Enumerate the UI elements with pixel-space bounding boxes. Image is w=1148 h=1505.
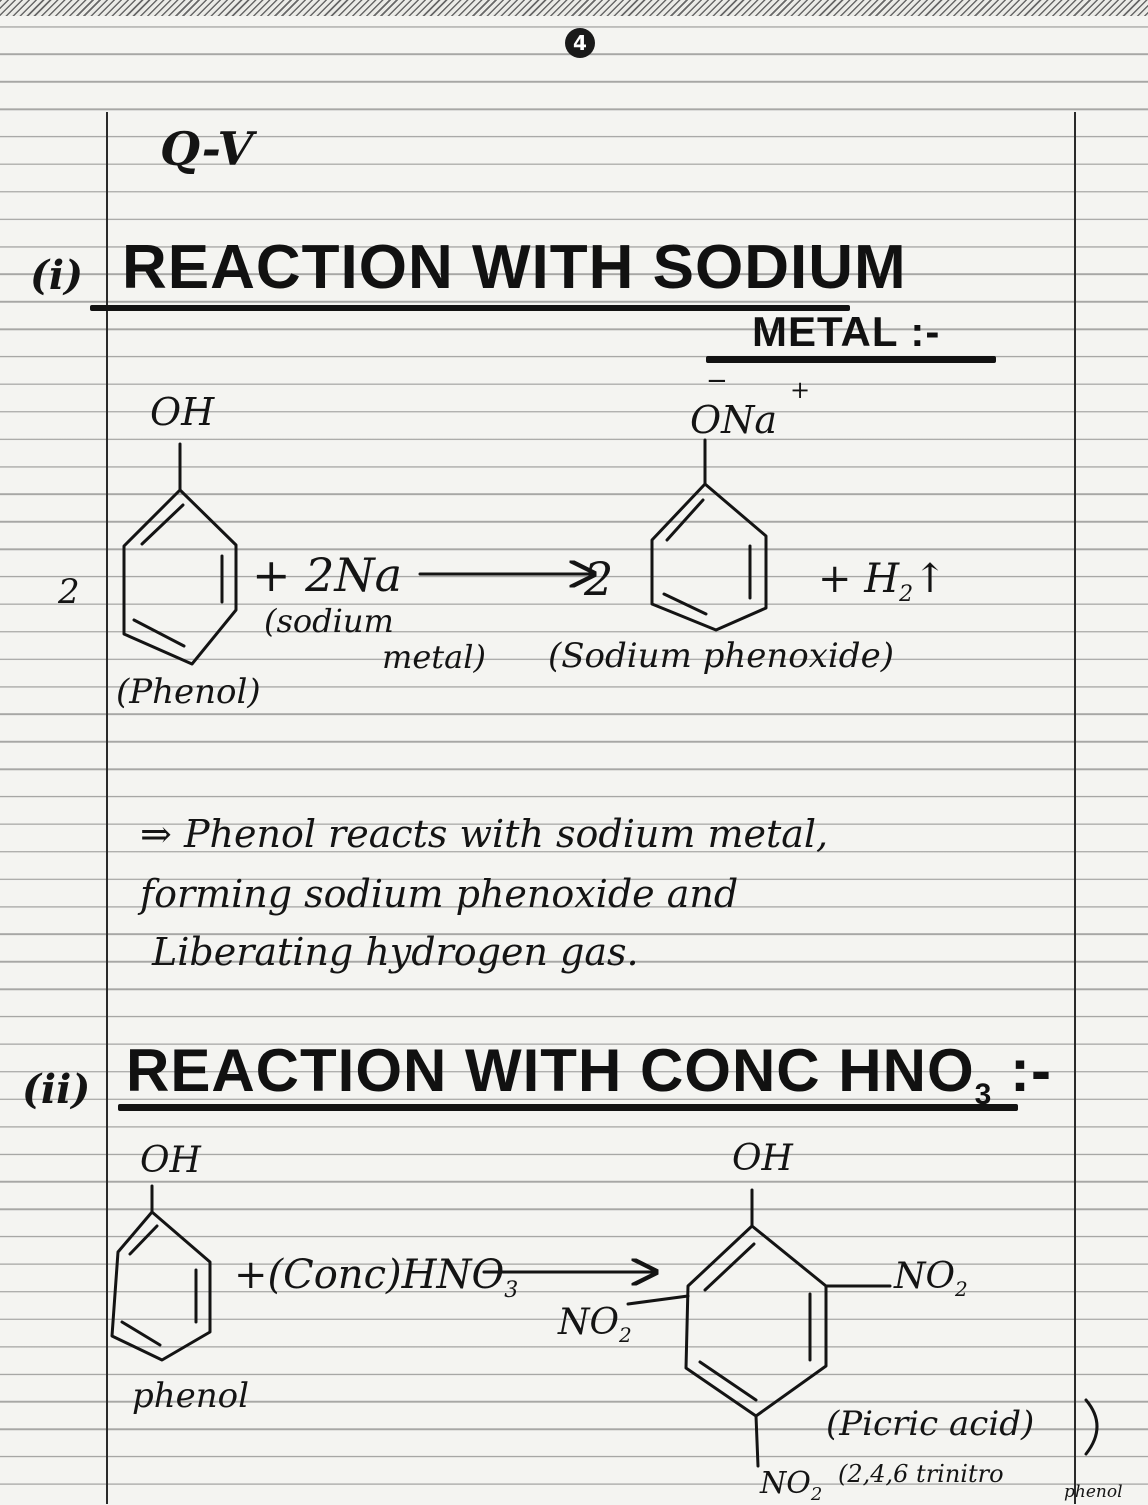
explanation-line-2: forming sodium phenoxide and xyxy=(140,872,739,916)
section-2-title-main: REACTION WITH CONC HNO xyxy=(126,1037,975,1104)
picric-left-nitro-subscript: 2 xyxy=(619,1323,632,1348)
picric-oh-label: OH xyxy=(732,1138,793,1179)
picric-bottom-nitro-main: NO xyxy=(760,1466,811,1501)
picric-note-line2: phenol xyxy=(1064,1482,1123,1502)
phenol-name: (Phenol) xyxy=(116,672,261,712)
right-margin-line xyxy=(1074,112,1076,1504)
phenoxide-name: (Sodium phenoxide) xyxy=(548,636,894,676)
phenol-ring-1 xyxy=(122,442,238,666)
gas-evolved-arrow: ↑ xyxy=(913,556,947,602)
picric-bottom-nitro-subscript: 2 xyxy=(810,1484,823,1505)
hydrogen-subscript: 2 xyxy=(899,582,914,607)
section-label: Q-V xyxy=(160,122,254,176)
phenol-2-double-bond-a xyxy=(128,1224,159,1256)
reactant-coefficient: 2 xyxy=(58,572,80,612)
picric-left-nitro-bond xyxy=(626,1294,690,1306)
nitric-acid-reagent: +(Conc)HNO3 xyxy=(234,1252,518,1303)
phenol-ring-2 xyxy=(110,1184,212,1362)
phenol-oh-label: OH xyxy=(150,390,215,434)
picric-bottom-nitro: NO2 xyxy=(760,1466,822,1505)
picric-name-bracket xyxy=(1084,1398,1099,1456)
nitric-acid-subscript: 3 xyxy=(504,1278,519,1303)
picric-right-nitro-subscript: 2 xyxy=(955,1277,968,1302)
explanation-line-1-text: Phenol reacts with sodium metal, xyxy=(183,812,829,856)
section-2-index: (ii) xyxy=(22,1066,91,1113)
picric-hexagon xyxy=(684,1224,828,1418)
phenol-1-hexagon xyxy=(122,488,238,666)
section-1-title-line2: METAL :- xyxy=(752,308,941,355)
phenoxide-plus-charge: + xyxy=(790,376,811,404)
picric-double-bond-c xyxy=(698,1360,758,1402)
section-1-index: (i) xyxy=(30,252,84,299)
phenol-2-name: phenol xyxy=(132,1376,250,1416)
phenoxide-hexagon xyxy=(650,482,768,632)
picric-left-nitro-main: NO xyxy=(558,1302,620,1343)
picric-right-nitro-main: NO xyxy=(894,1256,956,1297)
phenol-1-double-bond-a xyxy=(140,503,185,546)
left-margin-line xyxy=(106,112,108,1504)
explanation-line-3: Liberating hydrogen gas. xyxy=(152,930,639,974)
picric-left-nitro: NO2 xyxy=(558,1302,632,1347)
phenol-2-hexagon xyxy=(110,1210,212,1362)
sodium-reagent: + 2Na xyxy=(252,548,403,602)
hydrogen-main: + H xyxy=(818,556,900,602)
section-1-title: REACTION WITH SODIUM xyxy=(122,233,907,302)
section-1-title-line2-underline xyxy=(706,356,996,363)
section-2-title-underline xyxy=(118,1104,1018,1111)
phenoxide-group: ONa xyxy=(690,398,778,442)
hydrogen-byproduct: + H2↑ xyxy=(818,556,947,607)
picric-note-line1: (2,4,6 trinitro xyxy=(838,1460,1004,1488)
picric-bottom-nitro-bond xyxy=(754,1414,760,1468)
implies-arrow: ⇒ xyxy=(140,812,172,856)
picric-acid-ring xyxy=(626,1188,892,1468)
phenol-1-double-bond-c xyxy=(132,618,186,648)
phenoxide-double-bond-a xyxy=(665,498,705,542)
explanation-line-1: ⇒ Phenol reacts with sodium metal, xyxy=(140,812,828,856)
picric-right-nitro: NO2 xyxy=(894,1256,968,1301)
phenoxide-double-bond-c xyxy=(662,592,708,616)
section-2-title-end: :- xyxy=(1009,1037,1052,1104)
page-number: 4 xyxy=(565,28,595,58)
section-2-title: REACTION WITH CONC HNO3 :- xyxy=(126,1036,1052,1112)
scan-edge-hatch xyxy=(0,0,1148,16)
phenoxide-ring xyxy=(650,438,768,632)
picric-double-bond-a xyxy=(703,1242,756,1292)
sodium-note-line1: (sodium xyxy=(264,602,394,640)
picric-acid-name: (Picric acid) xyxy=(826,1404,1035,1444)
phenol-2-oh-label: OH xyxy=(140,1140,201,1181)
section-1-title-underline xyxy=(90,305,850,311)
sodium-note-line2: metal) xyxy=(382,638,486,676)
section-2-title-subscript: 3 xyxy=(974,1078,993,1111)
phenoxide-minus-charge: − xyxy=(706,366,728,396)
phenol-2-double-bond-c xyxy=(120,1320,162,1347)
nitric-acid-main: +(Conc)HNO xyxy=(234,1252,505,1298)
